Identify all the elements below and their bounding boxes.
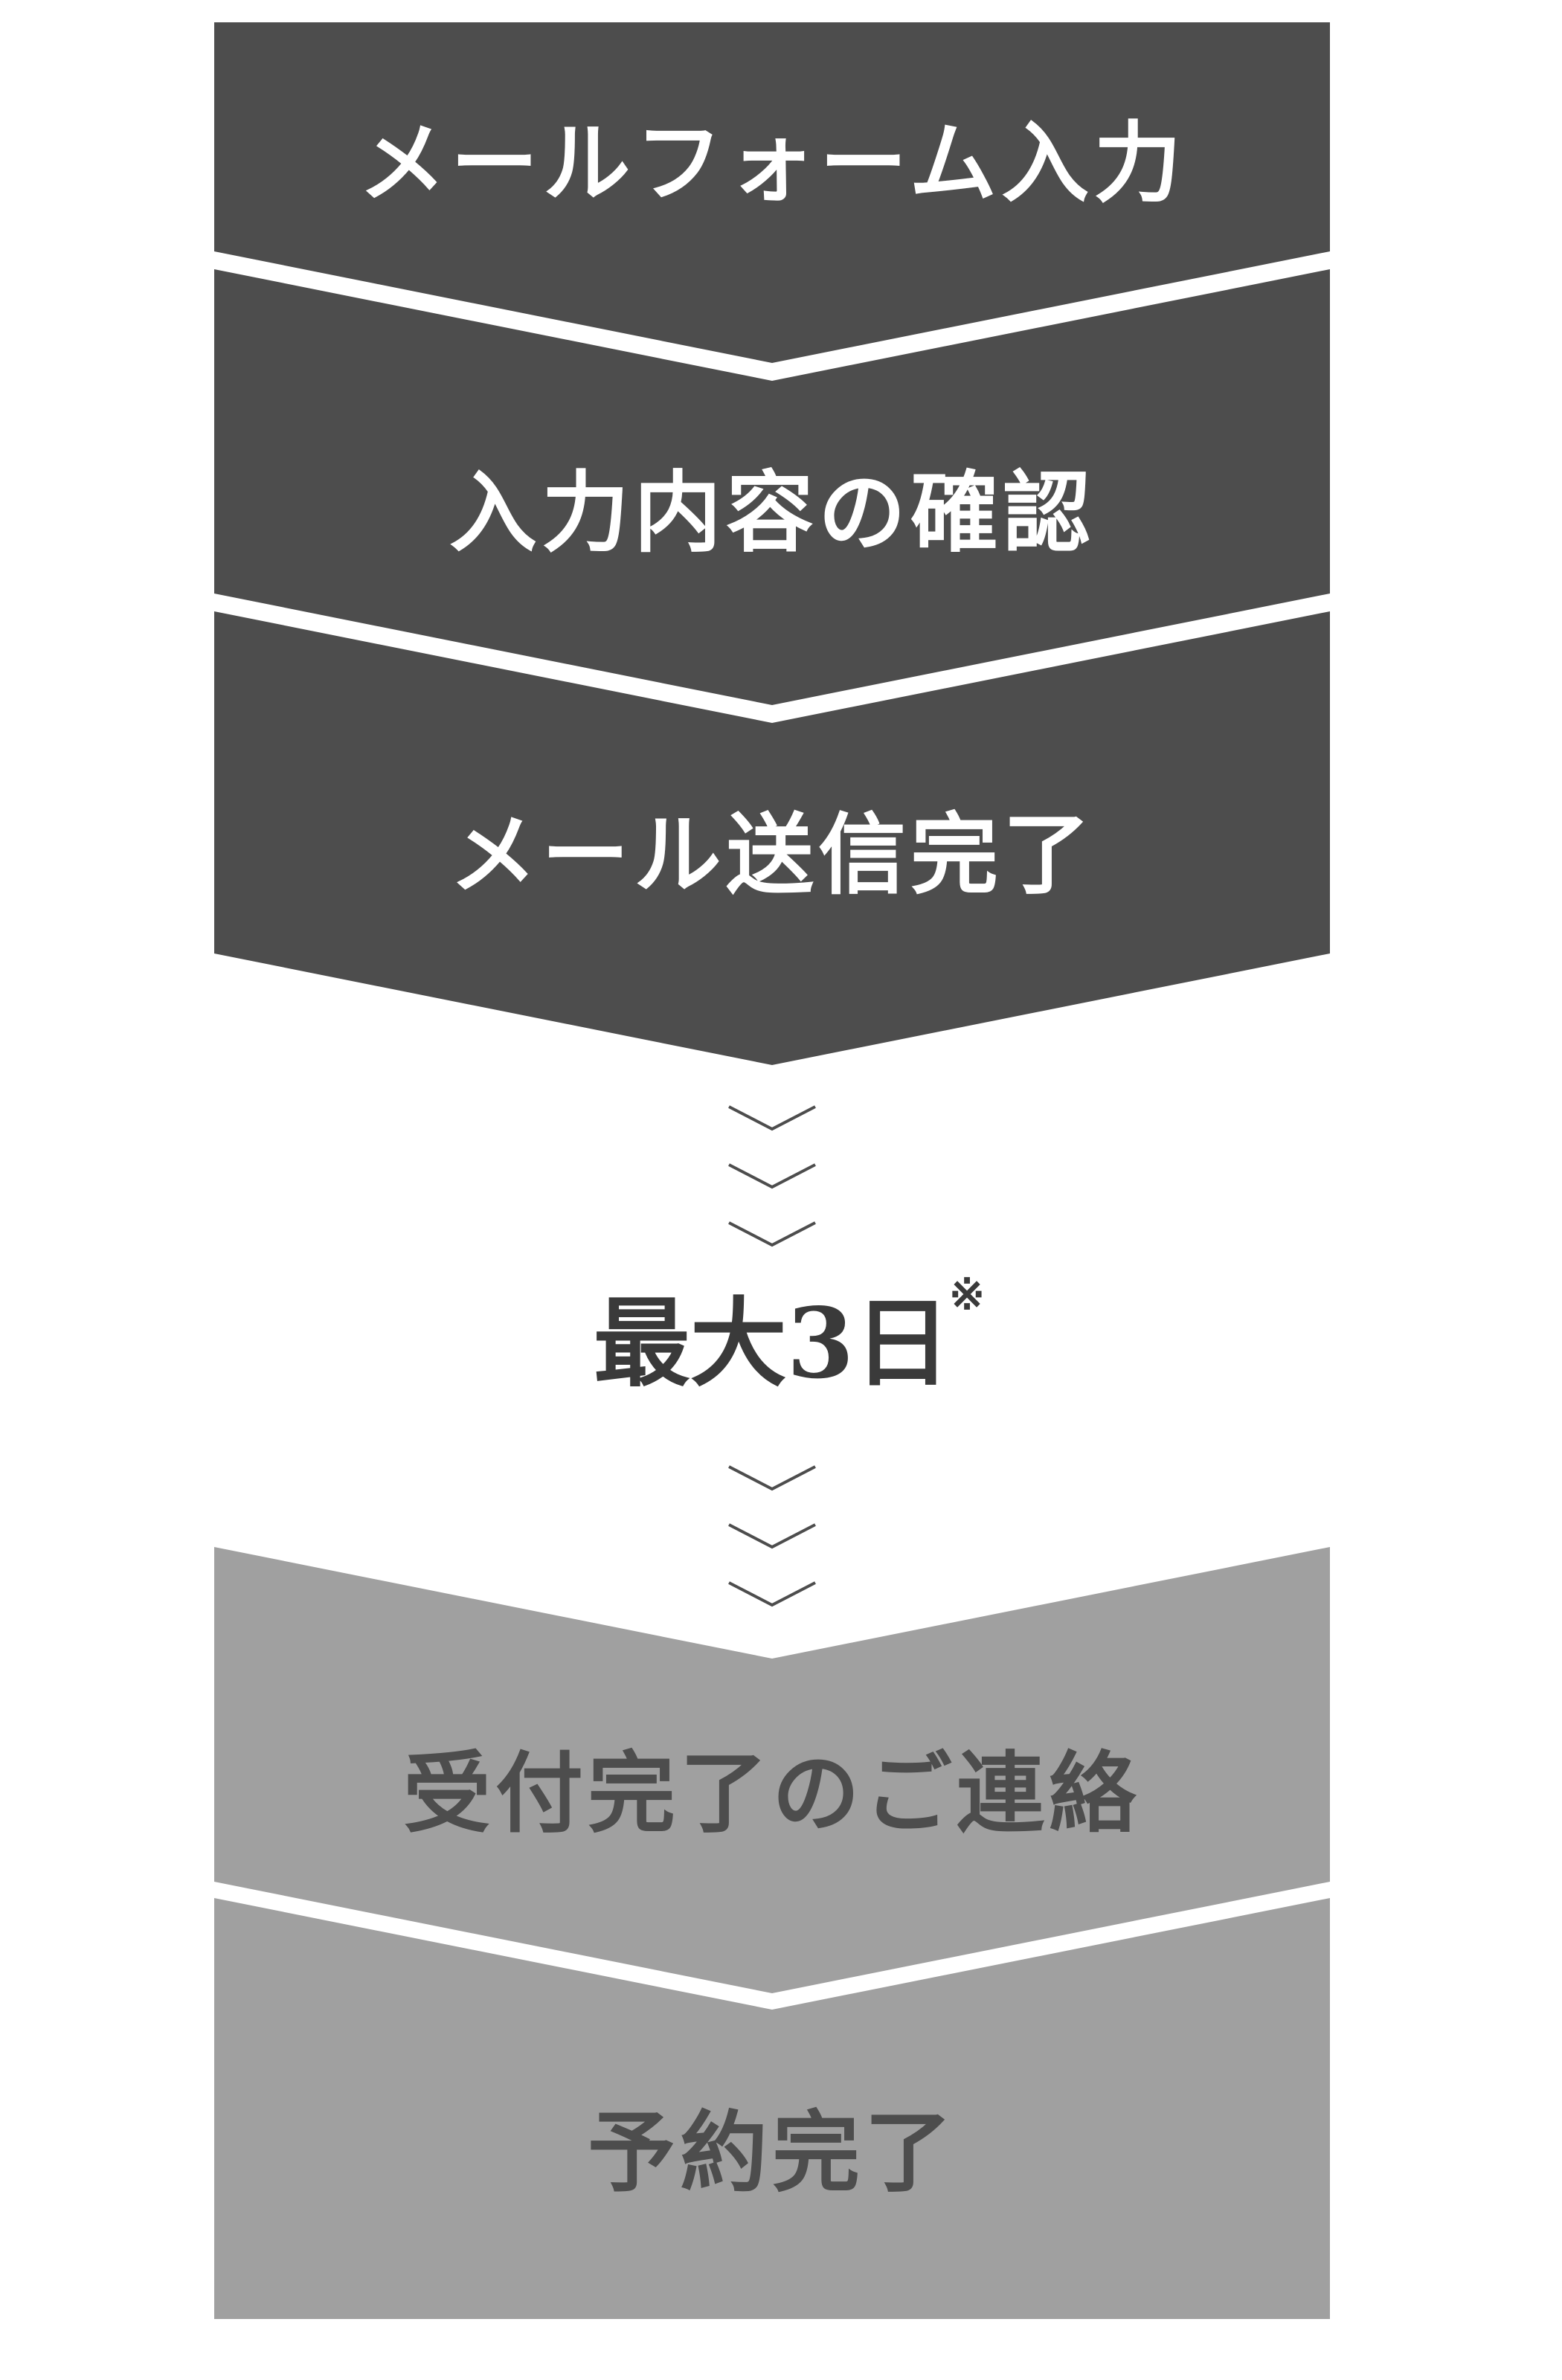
step-box-mail-form <box>214 22 1330 363</box>
wait-duration-label: 最大3日 <box>594 1287 951 1400</box>
chevron-down-icon <box>728 1523 816 1549</box>
step-label-confirm-input: 入力内容の確認 <box>449 461 1095 565</box>
chevron-down-icon <box>728 1465 816 1491</box>
step-label-mail-sent: メール送信完了 <box>449 803 1095 907</box>
wait-note-mark: ※ <box>949 1269 986 1319</box>
chevron-down-icon <box>728 1581 816 1607</box>
chevron-down-icon <box>728 1221 816 1247</box>
step-label-mail-form: メールフォーム入力 <box>359 112 1186 215</box>
step-label-reservation-complete: 予約完了 <box>588 2101 957 2204</box>
step-box-reception-notice <box>214 1547 1330 1993</box>
step-box-reservation-complete <box>214 1898 1330 2319</box>
step-box-mail-sent <box>214 611 1330 1065</box>
step-label-reception-notice: 受付完了のご連絡 <box>403 1742 1141 1845</box>
step-box-confirm-input <box>214 269 1330 705</box>
chevron-down-icon <box>728 1105 816 1131</box>
chevron-down-icon <box>728 1163 816 1189</box>
